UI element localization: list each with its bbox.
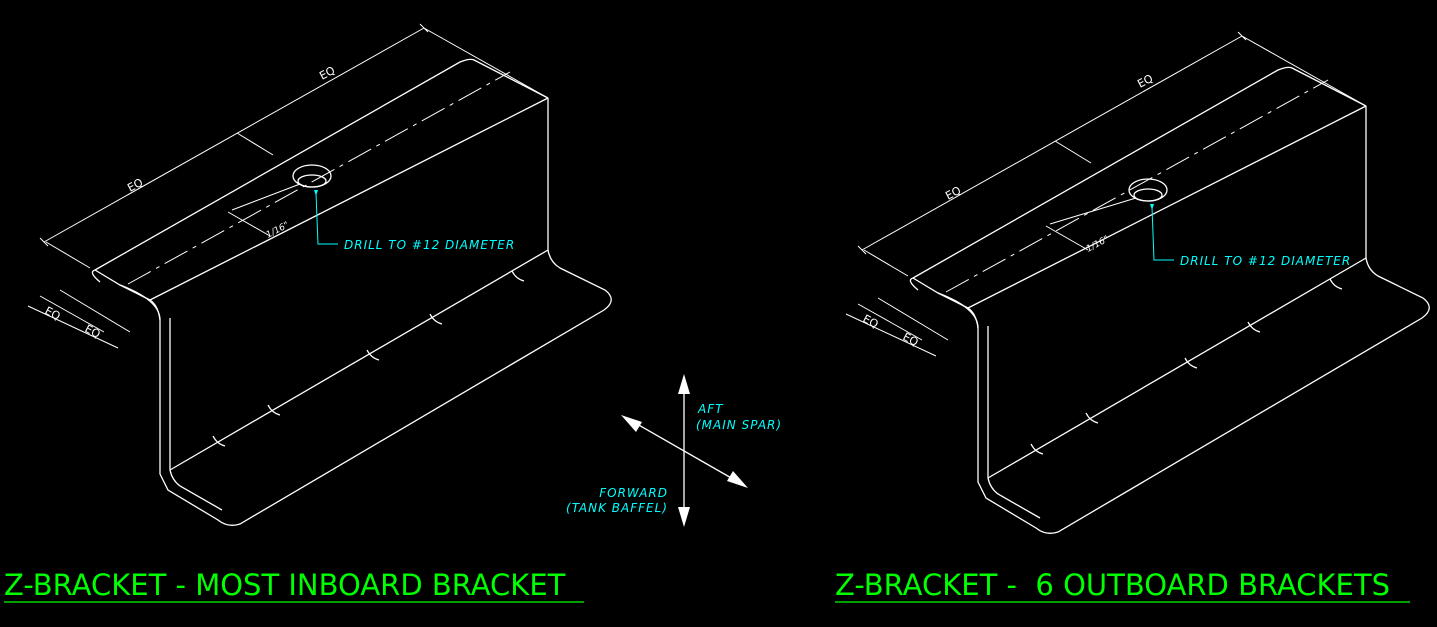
dim-edge [227,183,301,237]
title-inboard: Z-BRACKET - MOST INBOARD BRACKET [4,568,566,602]
title-outboard: Z-BRACKET - 6 OUTBOARD BRACKETS [835,568,1390,602]
drill-leader [315,192,338,245]
dim-side [27,289,131,349]
forward-label: FORWARD [599,486,668,500]
dim-top [39,23,549,269]
arrow-up-icon [678,374,690,394]
dim-label-top-right-2: EQ [1135,72,1155,91]
drill-hole-inner [297,174,327,188]
bracket-inboard: EQ EQ EQ EQ 1/16" DRILL TO #12 DIAMETER [27,23,612,526]
aft-label: AFT [697,402,724,416]
flange-back-edge [149,97,549,301]
forward-sub-label: (TANK BAFFEL) [566,501,668,515]
edge-distance-label-2: 1/16" [1085,234,1111,254]
drill-note-2: DRILL TO #12 DIAMETER [1180,254,1351,268]
arrow-upleft-icon [621,415,642,432]
dim-label-top-right: EQ [317,64,337,83]
bracket-outboard: EQ EQ EQ EQ 1/16" DRILL TO #12 DIAMETER [845,31,1430,534]
drill-note: DRILL TO #12 DIAMETER [344,238,515,252]
center-line [127,71,511,285]
top-flange [91,58,549,301]
rivet-marks [212,270,525,447]
arrow-downright-icon [727,471,748,488]
orientation-arrows: AFT (MAIN SPAR) FORWARD (TANK BAFFEL) [566,374,782,527]
dim-label-top-left-2: EQ [943,184,963,203]
aft-sub-label: (MAIN SPAR) [696,418,782,432]
dim-label-top-left: EQ [125,176,145,195]
dim-label-side-b: EQ [83,322,103,341]
dim-label-side-b-2: EQ [901,330,921,349]
web-bend [119,249,549,471]
web-inner [169,318,223,511]
edge-distance-label: 1/16" [265,220,291,240]
web [149,98,612,526]
arrow-down-icon [678,507,690,527]
